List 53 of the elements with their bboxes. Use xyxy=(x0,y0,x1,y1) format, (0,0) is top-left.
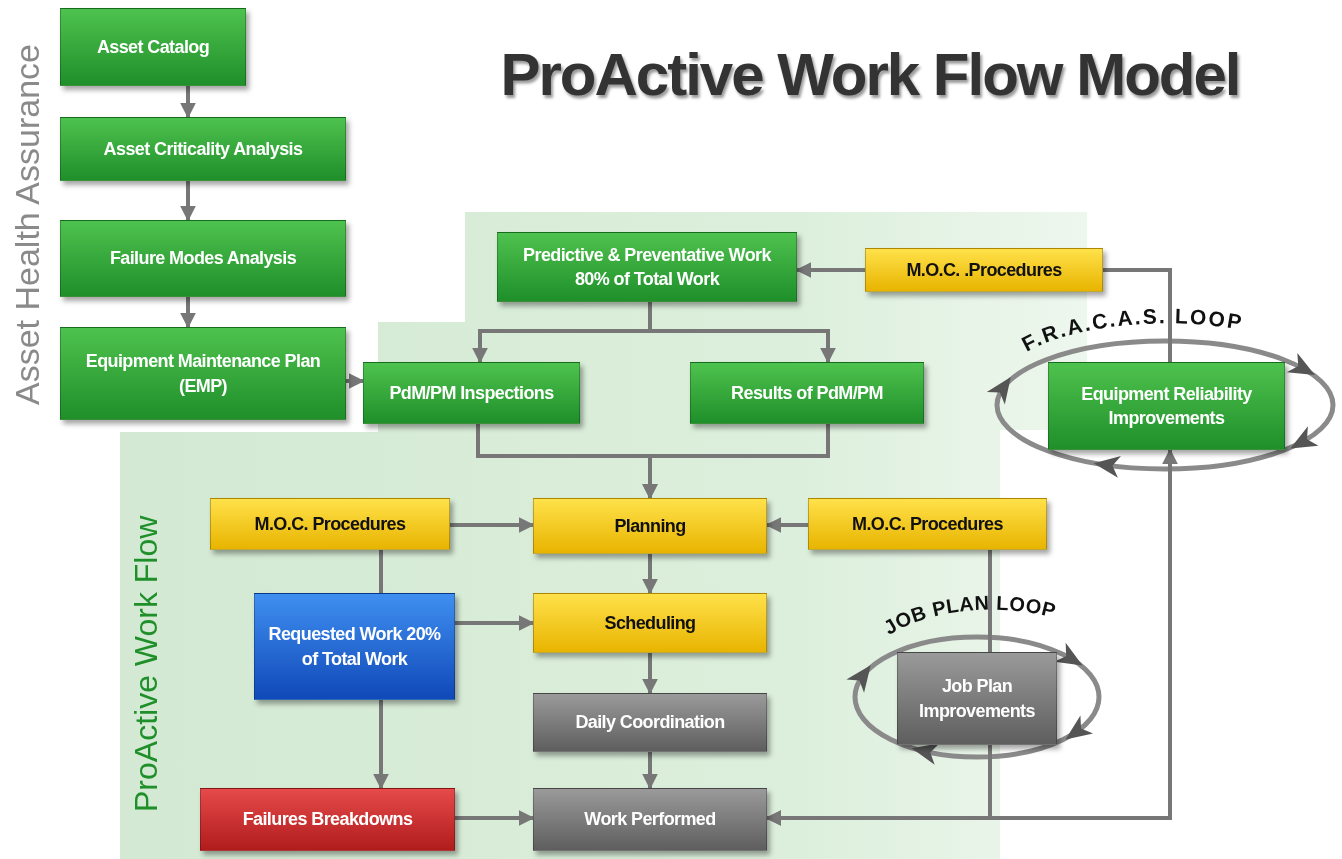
box-label: Job Plan Improvements xyxy=(918,675,1036,723)
section-label: ProActive Work Flow xyxy=(128,515,165,812)
loop-label: JOB PLAN LOOP xyxy=(879,591,1059,639)
process-box xyxy=(60,117,346,181)
section-label: Asset Health Assurance xyxy=(8,44,47,405)
box-label: M.O.C. Procedures xyxy=(851,512,1004,536)
box-label: Asset Criticality Analysis xyxy=(102,137,304,161)
box-label: Daily Coordination xyxy=(574,711,726,735)
diagram-title: ProActive Work Flow Model xyxy=(499,40,1241,109)
procedure-box xyxy=(210,498,450,550)
activity-box xyxy=(533,693,767,752)
connector-arrow xyxy=(642,554,658,595)
connector-arrow xyxy=(765,517,808,533)
connector-arrow xyxy=(346,373,365,389)
connector-arrow xyxy=(455,615,535,631)
connector-arrow xyxy=(450,517,535,533)
activity-box xyxy=(897,652,1057,745)
process-box xyxy=(690,362,924,424)
procedure-box xyxy=(533,498,767,554)
process-box xyxy=(497,232,797,302)
process-box xyxy=(1048,362,1285,450)
activity-box xyxy=(533,788,767,851)
request-box xyxy=(254,593,455,700)
connector-arrow xyxy=(373,700,389,790)
box-label: Equipment Maintenance Plan (EMP) xyxy=(84,350,322,398)
procedure-box xyxy=(808,498,1047,550)
process-box xyxy=(60,8,246,86)
connector-arrow xyxy=(180,86,196,119)
connector-arrow xyxy=(180,181,196,222)
box-label: PdM/PM Inspections xyxy=(388,381,555,405)
box-label: M.O.C. .Procedures xyxy=(905,258,1063,282)
procedure-box xyxy=(865,248,1103,292)
failure-box xyxy=(200,788,455,851)
procedure-box xyxy=(533,593,767,653)
connector-arrow xyxy=(642,752,658,790)
box-label: Failures Breakdowns xyxy=(241,808,414,832)
connector-arrow xyxy=(795,262,865,278)
box-label: Equipment Reliability Improvements xyxy=(1080,382,1253,430)
box-label: M.O.C. Procedures xyxy=(253,512,407,536)
box-label: Scheduling xyxy=(603,611,697,635)
connector-arrow xyxy=(642,653,658,695)
box-label: Planning xyxy=(613,514,687,538)
box-label: Asset Catalog xyxy=(95,35,211,59)
box-label: Results of PdM/PM xyxy=(730,381,884,405)
connector-arrow xyxy=(455,810,535,826)
connector-arrow xyxy=(180,297,196,329)
process-box xyxy=(60,327,346,420)
process-box xyxy=(60,220,346,297)
box-label: Predictive & Preventative Work 80% of Total Work xyxy=(522,243,773,291)
box-label: Work Performed xyxy=(583,808,717,832)
box-label: Requested Work 20% of Total Work xyxy=(267,623,442,671)
box-label: Failure Modes Analysis xyxy=(108,247,298,271)
process-box xyxy=(363,362,580,424)
